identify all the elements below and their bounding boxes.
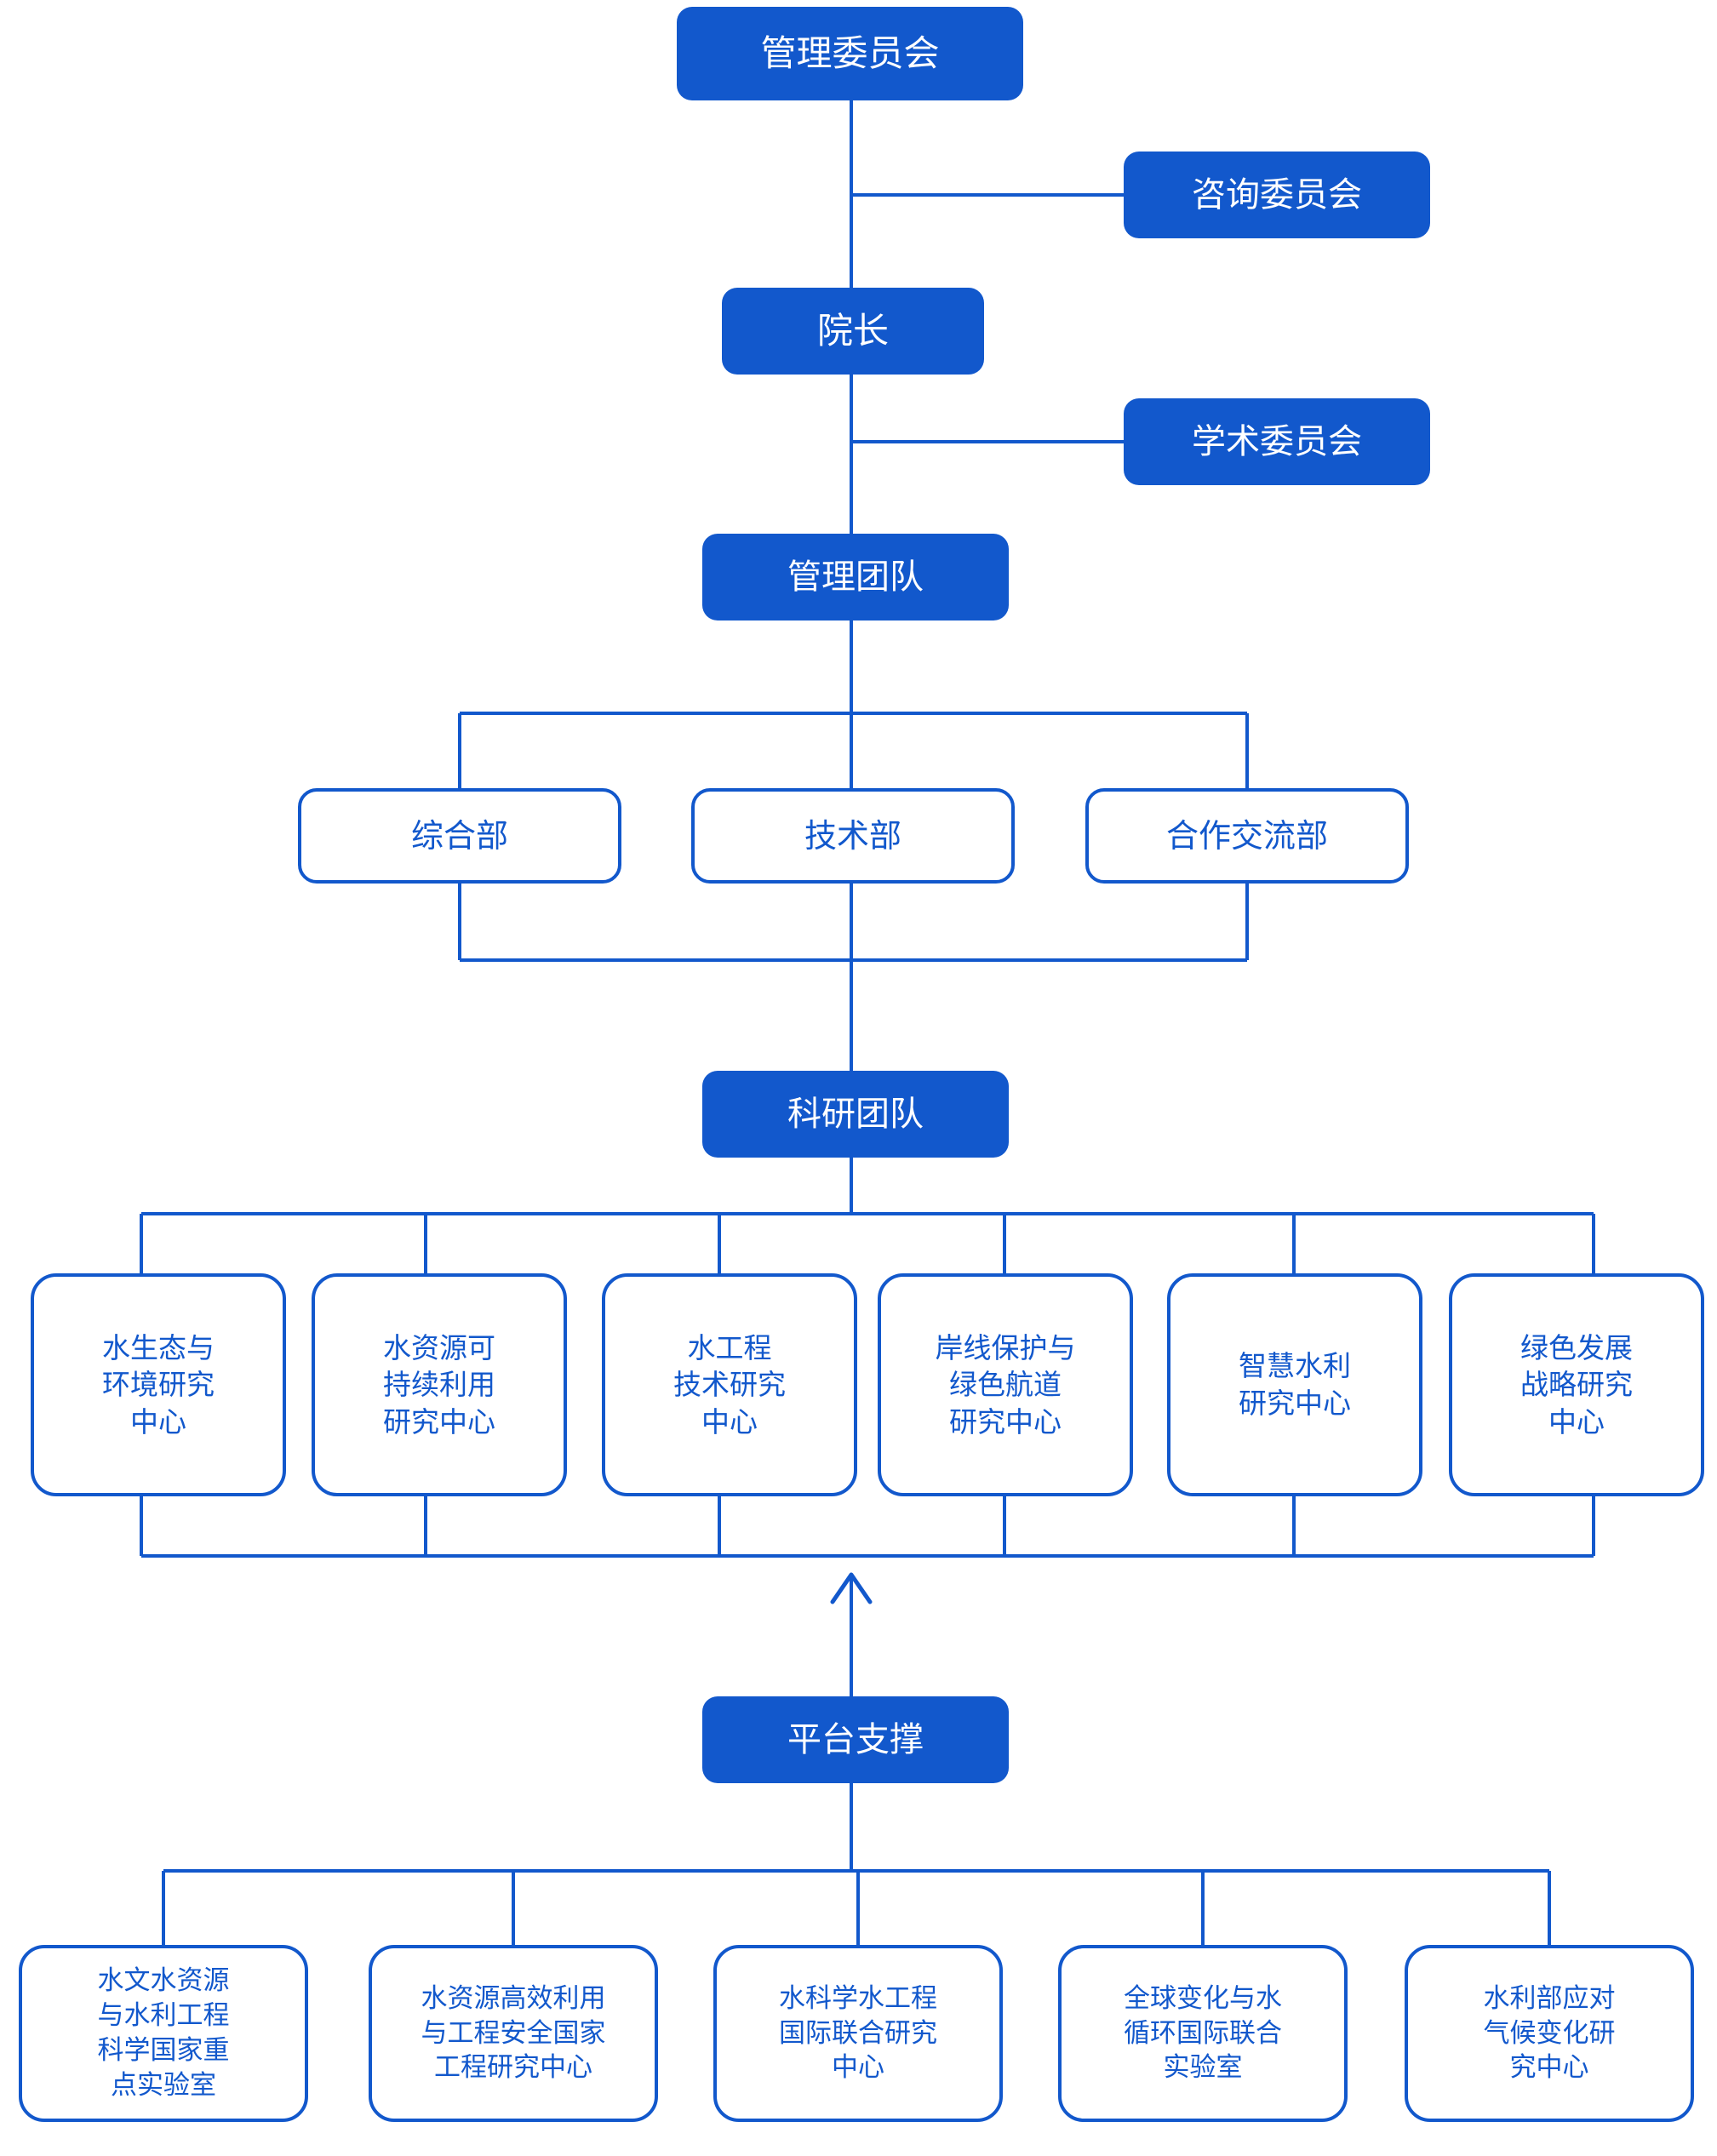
node-management-committee[interactable]: 管理委员会: [677, 7, 1023, 100]
node-research-team[interactable]: 科研团队: [702, 1071, 1009, 1158]
node-research-center-5[interactable]: 绿色发展 战略研究 中心: [1449, 1273, 1704, 1496]
node-platform-3[interactable]: 全球变化与水 循环国际联合 实验室: [1058, 1945, 1348, 2122]
node-research-center-3[interactable]: 岸线保护与 绿色航道 研究中心: [878, 1273, 1133, 1496]
node-platform-support[interactable]: 平台支撑: [702, 1696, 1009, 1783]
node-platform-2[interactable]: 水科学水工程 国际联合研究 中心: [713, 1945, 1003, 2122]
node-department-technology[interactable]: 技术部: [691, 788, 1015, 884]
node-platform-4[interactable]: 水利部应对 气候变化研 究中心: [1405, 1945, 1694, 2122]
node-platform-1[interactable]: 水资源高效利用 与工程安全国家 工程研究中心: [369, 1945, 658, 2122]
node-academic-committee[interactable]: 学术委员会: [1124, 398, 1430, 485]
node-research-center-2[interactable]: 水工程 技术研究 中心: [602, 1273, 857, 1496]
node-research-center-4[interactable]: 智慧水利 研究中心: [1167, 1273, 1422, 1496]
node-research-center-1[interactable]: 水资源可 持续利用 研究中心: [312, 1273, 567, 1496]
node-research-center-0[interactable]: 水生态与 环境研究 中心: [31, 1273, 286, 1496]
node-platform-0[interactable]: 水文水资源 与水利工程 科学国家重 点实验室: [19, 1945, 308, 2122]
node-department-cooperation-exchange[interactable]: 合作交流部: [1085, 788, 1409, 884]
platform-arrow-head: [830, 1572, 873, 1604]
node-dean[interactable]: 院长: [722, 288, 984, 375]
node-advisory-committee[interactable]: 咨询委员会: [1124, 152, 1430, 238]
node-department-general-affairs[interactable]: 综合部: [298, 788, 621, 884]
node-management-team[interactable]: 管理团队: [702, 534, 1009, 620]
